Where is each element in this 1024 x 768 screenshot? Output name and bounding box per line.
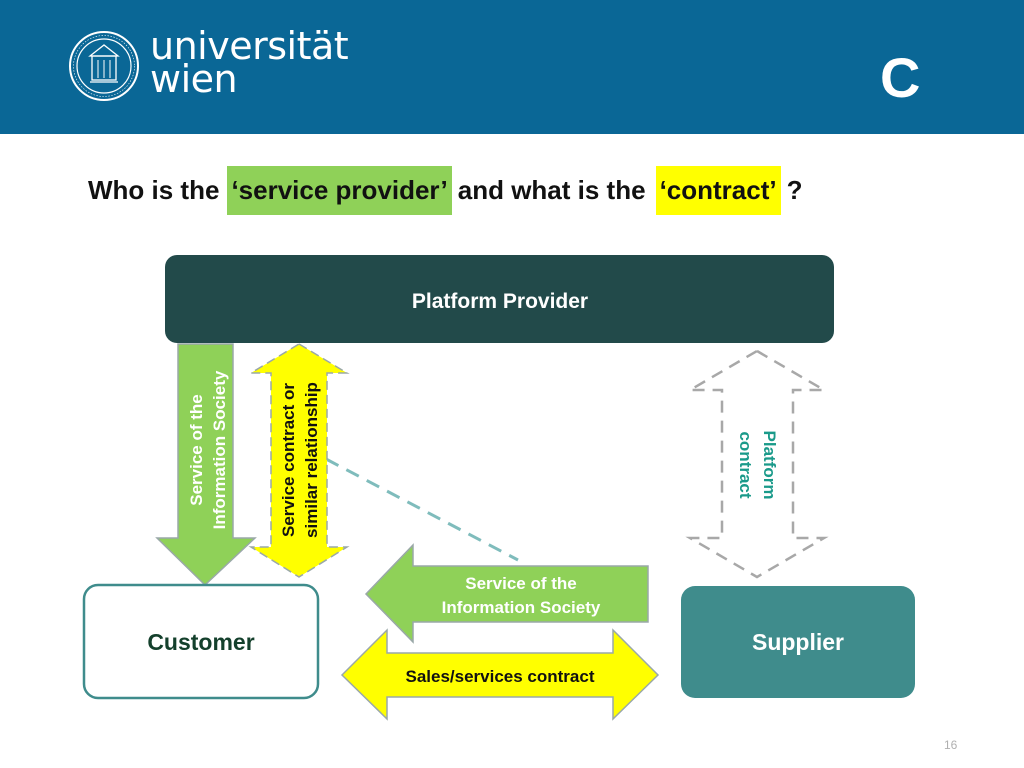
slide-question: Who is the ‘service provider’ and what i… bbox=[88, 165, 803, 215]
university-seal-icon bbox=[69, 31, 139, 101]
service-left-label-2: Information Society bbox=[442, 598, 601, 617]
customer-label: Customer bbox=[147, 629, 254, 655]
service-contract-arrow bbox=[248, 343, 350, 578]
section-letter: C bbox=[880, 46, 921, 109]
wordmark-line-1: universität bbox=[150, 24, 349, 68]
header-banner: universität wien C bbox=[0, 0, 1024, 134]
platform-contract-label-2: contract bbox=[736, 431, 755, 498]
platform-provider-box bbox=[165, 255, 834, 343]
service-down-label-2: Information Society bbox=[210, 370, 229, 529]
page-number: 16 bbox=[944, 738, 958, 752]
question-part-3: ? bbox=[786, 174, 803, 205]
supplier-label: Supplier bbox=[752, 629, 844, 655]
platform-contract-arrow bbox=[685, 349, 829, 579]
service-down-label-1: Service of the bbox=[187, 394, 206, 506]
highlight-contract: ‘contract’ bbox=[655, 165, 781, 215]
service-down-arrow bbox=[155, 343, 257, 587]
service-left-label-1: Service of the bbox=[465, 574, 577, 593]
supplier-box bbox=[681, 586, 915, 698]
question-part-2: and what is the bbox=[457, 174, 646, 205]
dashed-connector-line bbox=[325, 457, 519, 562]
sales-contract-label: Sales/services contract bbox=[405, 667, 594, 686]
sales-contract-arrow bbox=[340, 628, 660, 721]
question-part-1: Who is the bbox=[88, 174, 220, 205]
university-wordmark: universität wien bbox=[150, 24, 349, 101]
highlight-service-provider: ‘service provider’ bbox=[227, 165, 452, 215]
service-contract-label-1: Service contract or bbox=[279, 383, 298, 537]
service-contract-label-2: similar relationship bbox=[302, 382, 321, 538]
service-left-arrow bbox=[364, 543, 649, 644]
wordmark-line-2: wien bbox=[150, 57, 238, 101]
platform-provider-label: Platform Provider bbox=[412, 290, 588, 313]
platform-contract-label-1: Platform bbox=[760, 431, 779, 500]
customer-box bbox=[82, 583, 320, 700]
